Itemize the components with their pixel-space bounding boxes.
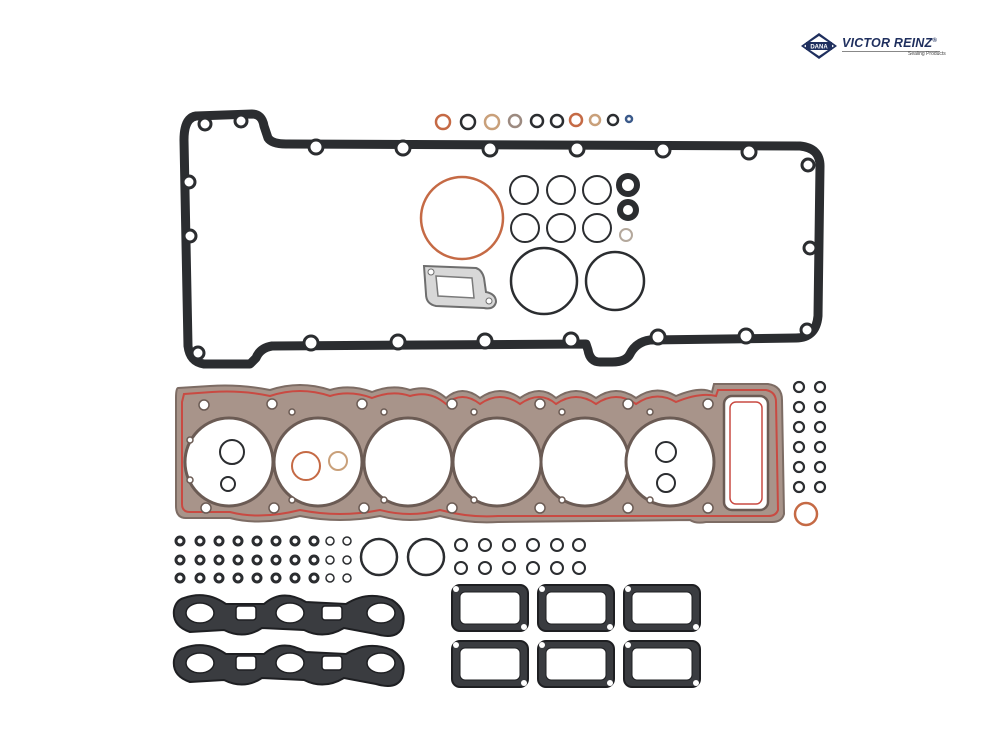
large-seals-inside-cover (419, 173, 646, 316)
medium-o-rings (359, 537, 446, 577)
brand-text: VICTOR REINZ (842, 36, 933, 50)
registered-mark: ® (932, 37, 937, 44)
cylinder-head-gasket (175, 383, 786, 524)
small-o-rings-middle-rows (454, 538, 586, 575)
valve-cover-gasket (179, 109, 825, 369)
brand-name: VICTOR REINZ® (842, 36, 937, 50)
logo-rule (842, 51, 940, 52)
exhaust-manifold-gasket-bottom (172, 644, 405, 687)
small-thin-o-rings-pair (325, 536, 352, 583)
intake-port-gasket-4 (451, 640, 529, 688)
intake-port-gasket-1 (451, 584, 529, 632)
dana-diamond-icon: DANA (801, 33, 837, 59)
dana-badge-text: DANA (810, 45, 828, 51)
valve-stem-seals-grid (174, 535, 320, 584)
intake-port-gasket-2 (537, 584, 615, 632)
small-o-rings-top-row (434, 112, 634, 131)
victor-reinz-logo: DANA VICTOR REINZ® Sealing Products (800, 32, 950, 62)
intake-port-gasket-6 (623, 640, 701, 688)
intake-port-gasket-3 (623, 584, 701, 632)
logo-tagline: Sealing Products (908, 51, 946, 57)
intake-port-gasket-5 (537, 640, 615, 688)
exhaust-manifold-gasket-top (172, 594, 405, 637)
intake-port-gaskets (451, 584, 701, 688)
small-o-rings-right-column (792, 380, 827, 527)
thermostat-housing-gasket (422, 264, 498, 310)
